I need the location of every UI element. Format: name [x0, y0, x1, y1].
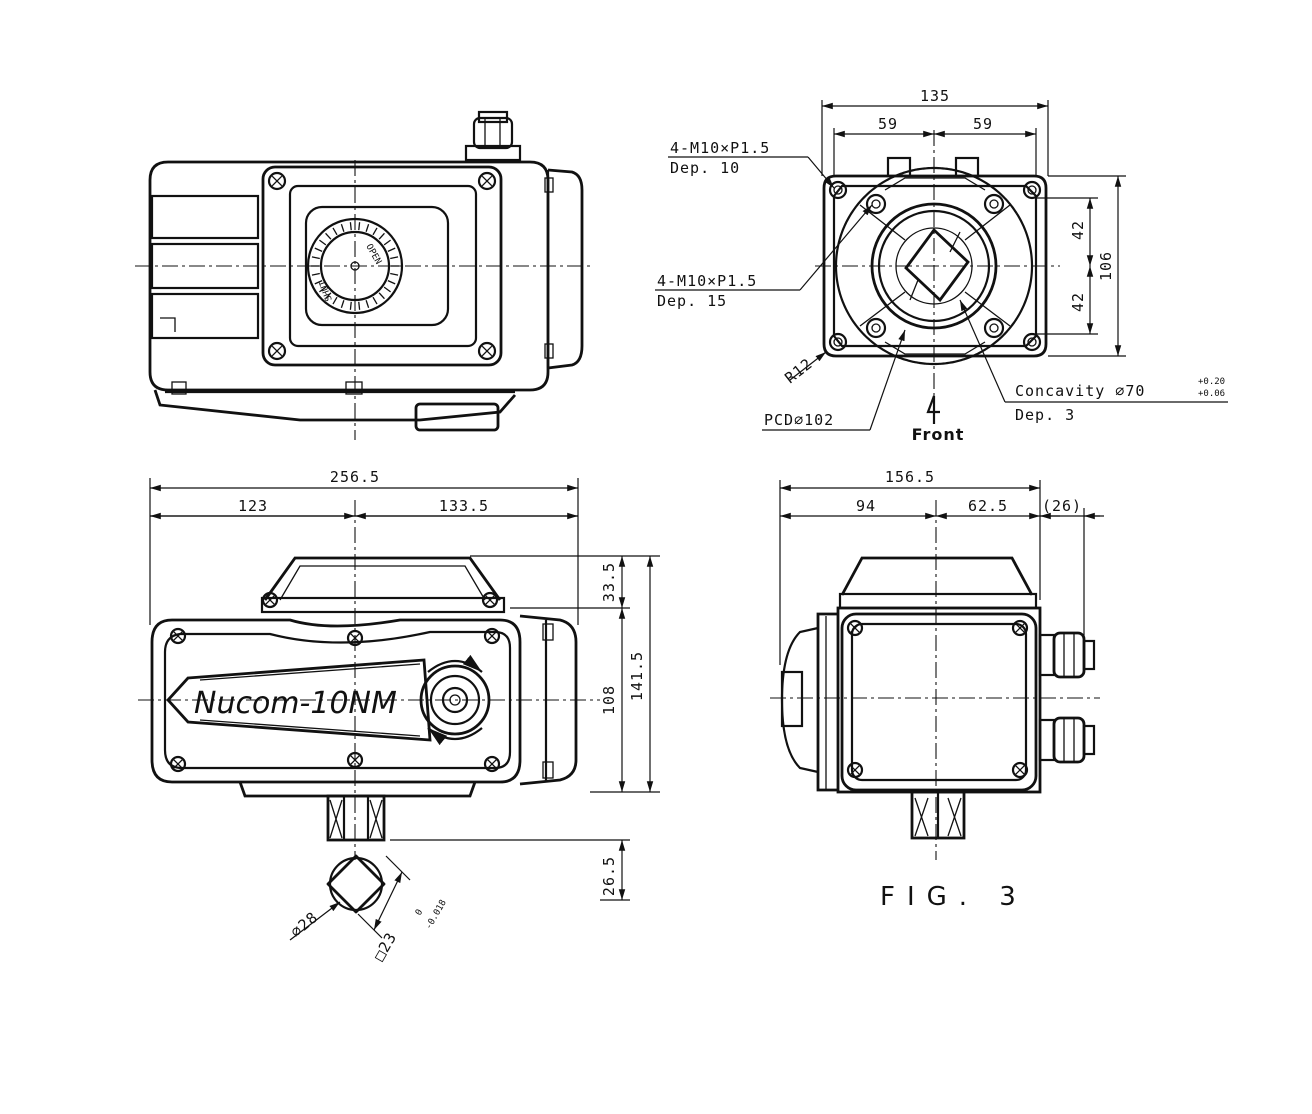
square-tol-lower: -0.018: [424, 898, 449, 931]
screw-icon: [846, 619, 864, 637]
screw-icon: [169, 627, 187, 645]
tap-hole-icon: [1022, 180, 1042, 200]
screw-icon: [481, 591, 499, 609]
tick-mark: [390, 272, 399, 276]
tick-mark: [332, 296, 338, 305]
screw-icon: [483, 755, 501, 773]
tick-mark: [365, 223, 370, 232]
tap-hole-icon: [865, 193, 887, 215]
dim-bottom-width: 135: [920, 87, 950, 105]
tap-hole-icon: [828, 332, 848, 352]
screw-icon: [477, 171, 497, 191]
dim-side-left: 94: [856, 497, 876, 515]
tap-hole-icon: [865, 317, 887, 339]
tick-mark: [325, 232, 332, 240]
tick-mark: [372, 296, 378, 305]
concavity-tol-upper: +0.20: [1198, 377, 1225, 387]
dim-shaft-length: 26.5: [600, 856, 618, 896]
square-size: □23: [370, 929, 401, 964]
shaft-diameter: ∅28: [287, 908, 322, 941]
tap-outer-depth: Dep. 10: [670, 159, 740, 177]
screw-icon: [483, 627, 501, 645]
bottom-view: 135 59 59 106 42 42 4-M10×P1.5 Dep. 10 4…: [655, 87, 1228, 444]
dim-front-left: 123: [238, 497, 268, 515]
front-view: Nucom-10NM ∅28 □23 0 -0.018: [138, 468, 660, 964]
tap-hole-icon: [983, 193, 1005, 215]
top-view: OPEN SHUT: [135, 110, 592, 440]
tick-mark: [378, 232, 385, 240]
tap-hole-icon: [1022, 332, 1042, 352]
tick-mark: [358, 222, 361, 231]
dim-front-width: 256.5: [330, 468, 380, 486]
screw-icon: [346, 629, 364, 647]
corner-radius: R12: [781, 354, 816, 387]
tick-mark: [383, 286, 391, 293]
tick-mark: [311, 256, 320, 260]
tick-mark: [311, 272, 320, 276]
front-label: Front: [912, 425, 965, 444]
tick-mark: [349, 222, 352, 231]
dim-front-right: 133.5: [439, 497, 489, 515]
tick-mark: [387, 280, 396, 285]
dim-bottom-height-upper: 42: [1069, 220, 1087, 240]
concavity-depth: Dep. 3: [1015, 406, 1075, 424]
screw-icon: [169, 755, 187, 773]
tap-outer-spec: 4-M10×P1.5: [670, 139, 770, 157]
dim-side-right: 62.5: [968, 497, 1008, 515]
indicator-open: OPEN: [363, 243, 383, 267]
dim-front-body: 108: [600, 685, 618, 715]
cable-gland-icon: [1038, 716, 1096, 764]
tap-hole-icon: [983, 317, 1005, 339]
side-view: 156.5 94 62.5 (26): [770, 468, 1104, 860]
screw-icon: [267, 171, 287, 191]
dim-side-width: 156.5: [885, 468, 935, 486]
tick-mark: [319, 286, 327, 293]
tap-inner-spec: 4-M10×P1.5: [657, 272, 757, 290]
tick-mark: [372, 227, 378, 236]
tick-mark: [319, 239, 327, 246]
tap-hole-icon: [828, 180, 848, 200]
tick-mark: [358, 301, 361, 310]
screw-icon: [1011, 761, 1029, 779]
model-name: Nucom-10NM: [194, 686, 397, 721]
dim-bottom-height: 106: [1097, 251, 1115, 281]
concavity-tol-lower: +0.06: [1198, 389, 1225, 399]
concavity-label: Concavity ∅70: [1015, 382, 1145, 400]
screw-icon: [477, 341, 497, 361]
screw-icon: [267, 341, 287, 361]
screw-icon: [261, 591, 279, 609]
tick-mark: [340, 223, 345, 232]
tick-mark: [314, 280, 323, 285]
dim-bottom-half-right: 59: [973, 115, 993, 133]
tick-mark: [378, 292, 385, 300]
dim-bottom-height-lower: 42: [1069, 292, 1087, 312]
dim-gland-extension: (26): [1042, 497, 1082, 515]
square-tol-upper: 0: [414, 908, 425, 918]
screw-icon: [346, 751, 364, 769]
dim-front-total: 141.5: [628, 651, 646, 701]
tick-mark: [314, 247, 323, 252]
dim-bottom-half-left: 59: [878, 115, 898, 133]
pcd-label: PCD∅102: [764, 411, 834, 429]
tick-mark: [325, 292, 332, 300]
tick-mark: [349, 301, 352, 310]
screw-icon: [1011, 619, 1029, 637]
screw-icon: [846, 761, 864, 779]
tick-mark: [365, 300, 370, 309]
tick-mark: [390, 256, 399, 260]
cable-gland-icon: [1038, 631, 1096, 679]
figure-label: FIG. 3: [880, 882, 1028, 912]
tick-mark: [383, 239, 391, 246]
tick-mark: [340, 300, 345, 309]
dim-front-top: 33.5: [600, 562, 618, 602]
tick-mark: [332, 227, 338, 236]
tap-inner-depth: Dep. 15: [657, 292, 727, 310]
tick-mark: [387, 247, 396, 252]
